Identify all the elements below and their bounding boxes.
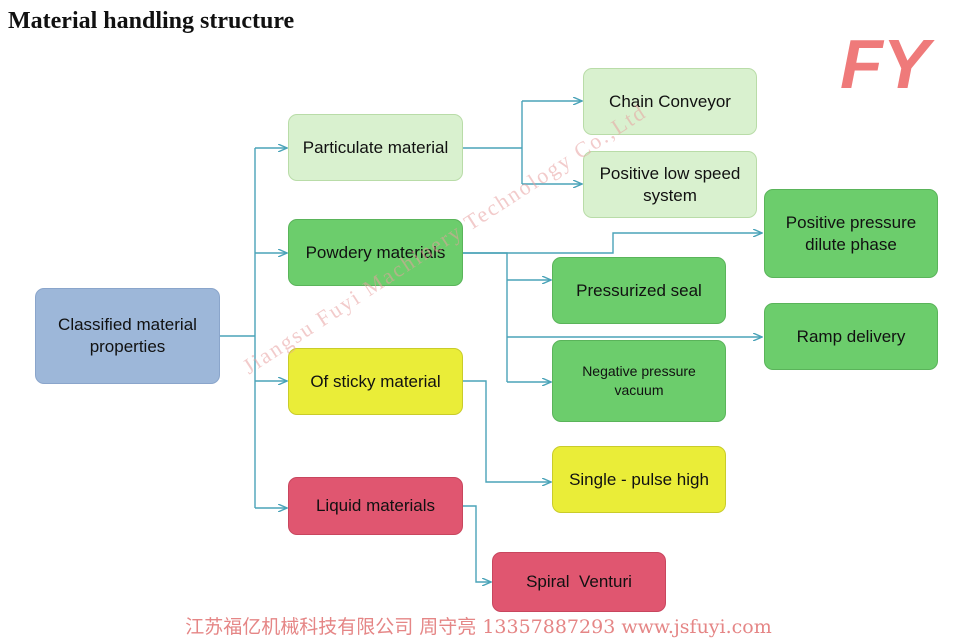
node-chain-conveyor: Chain Conveyor	[583, 68, 757, 135]
node-positive-pressure-dilute-phase: Positive pressure dilute phase	[764, 189, 938, 278]
svg-text:FY: FY	[840, 26, 935, 96]
fy-logo: FY	[840, 26, 935, 96]
footer-contact: 江苏福亿机械科技有限公司 周守亮 13357887293 www.jsfuyi.…	[185, 616, 772, 638]
node-ramp-delivery: Ramp delivery	[764, 303, 938, 370]
node-sticky-material: Of sticky material	[288, 348, 463, 415]
node-powdery-materials: Powdery materials	[288, 219, 463, 286]
node-classified-material-properties: Classified material properties	[35, 288, 220, 384]
node-single-pulse-high: Single - pulse high	[552, 446, 726, 513]
node-liquid-materials: Liquid materials	[288, 477, 463, 535]
node-negative-pressure-vacuum: Negative pressure vacuum	[552, 340, 726, 422]
page-title: Material handling structure	[8, 8, 295, 34]
node-pressurized-seal: Pressurized seal	[552, 257, 726, 324]
node-spiral-venturi: Spiral Venturi	[492, 552, 666, 612]
node-positive-low-speed-system: Positive low speed system	[583, 151, 757, 218]
node-particulate-material: Particulate material	[288, 114, 463, 181]
